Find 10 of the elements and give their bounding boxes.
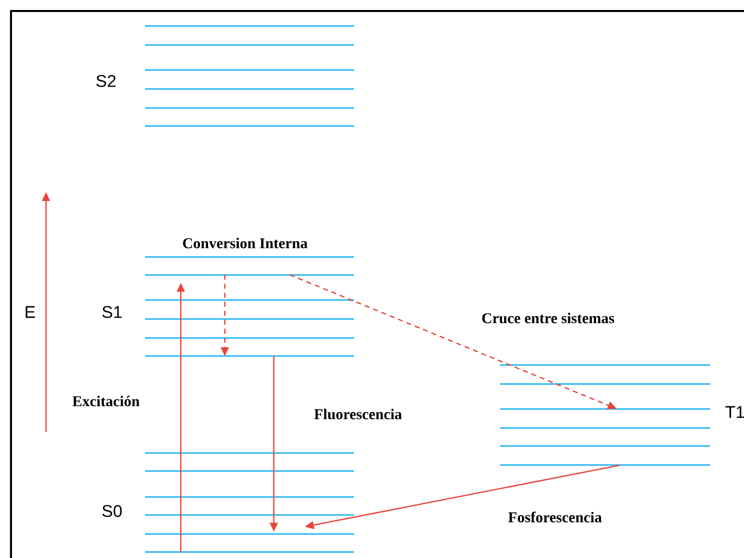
axis-label: E [26,306,35,318]
edge-label: Conversion Interna [183,238,308,248]
edge-label: Excitación [72,396,140,406]
edge-label: Fluorescencia [314,408,402,420]
energy-level-stack: T1 [500,364,744,466]
energy-level-stack: S1 [102,256,354,357]
edge-label: Fosforescencia [508,512,602,522]
energy-level-stack: S0 [102,452,354,553]
edge-label: Cruce entre sistemas [482,312,614,324]
energy-level-stack: S2 [96,25,354,127]
